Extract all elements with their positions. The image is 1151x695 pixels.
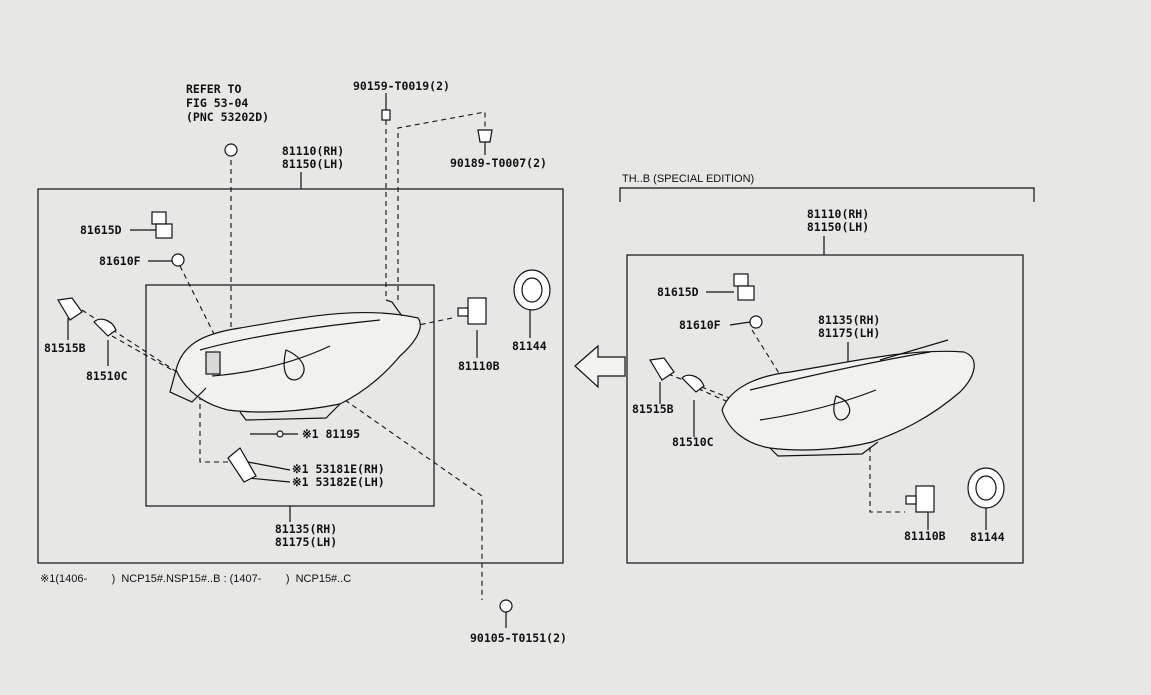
left-assembly-lh: 81150(LH)	[281, 157, 345, 171]
direction-arrow	[574, 344, 626, 389]
screw-refer	[224, 143, 238, 157]
special-edition-header: TH..B (SPECIAL EDITION)	[622, 173, 755, 185]
socket-81515b-left	[57, 297, 83, 321]
right-label-81110b: 81110B	[904, 529, 946, 543]
clip-90189	[477, 129, 493, 143]
right-label-81615d: 81615D	[657, 285, 699, 299]
screw-81195	[276, 430, 284, 438]
left-label-53181e: ※1 53181E(RH)	[292, 462, 385, 476]
left-label-81195: ※1 81195	[302, 427, 361, 441]
footnote: ※1(1406- ) NCP15#.NSP15#..B : (1407- ) N…	[40, 573, 352, 585]
left-label-81615d: 81615D	[80, 223, 122, 237]
left-label-81144: 81144	[512, 339, 547, 353]
label-90159: 90159-T0019(2)	[353, 79, 450, 93]
left-label-53182e: ※1 53182E(LH)	[292, 475, 385, 489]
left-label-81510c: 81510C	[86, 369, 128, 383]
left-label-81515b: 81515B	[44, 341, 86, 355]
bulb-81610f-left	[171, 253, 185, 267]
cap-81144-right	[967, 467, 1005, 509]
right-assembly-lh: 81150(LH)	[806, 220, 870, 234]
special-edition-bracket	[619, 187, 1035, 202]
right-unit-rh: 81135(RH)	[818, 313, 881, 327]
bulb-81110b-right	[905, 485, 935, 513]
cap-81144-left	[513, 269, 551, 311]
left-label-81110b: 81110B	[458, 359, 500, 373]
right-headlamp	[721, 339, 975, 457]
screw-90105	[499, 599, 513, 613]
refer-line-3: (PNC 53202D)	[186, 110, 270, 124]
right-assembly-frame	[626, 254, 1024, 564]
socket-81515b-right	[649, 357, 675, 381]
right-label-81144: 81144	[970, 530, 1005, 544]
right-unit-lh: 81175(LH)	[818, 326, 881, 340]
label-90105: 90105-T0151(2)	[470, 631, 567, 645]
bulb-81110b-left	[457, 297, 487, 325]
refer-line-1: REFER TO	[186, 82, 242, 96]
bulb-81510c-left	[93, 318, 117, 337]
right-label-81515b: 81515B	[632, 402, 674, 416]
right-label-81610f: 81610F	[679, 318, 721, 332]
left-assembly-rh: 81110(RH)	[281, 144, 345, 158]
right-label-81510c: 81510C	[672, 435, 714, 449]
socket-81615d-right	[733, 273, 755, 301]
left-headlamp	[169, 299, 421, 421]
bulb-81510c-right	[681, 374, 705, 393]
left-unit-lh: 81175(LH)	[274, 535, 338, 549]
label-90189: 90189-T0007(2)	[450, 156, 547, 170]
right-assembly-rh: 81110(RH)	[806, 207, 870, 221]
screw-90159	[381, 109, 391, 121]
socket-81615d-left	[151, 211, 173, 239]
left-unit-rh: 81135(RH)	[274, 522, 338, 536]
bulb-81610f-right	[749, 315, 763, 329]
bracket-53181e	[227, 447, 257, 483]
refer-line-2: FIG 53-04	[186, 96, 249, 110]
left-label-81610f: 81610F	[99, 254, 141, 268]
